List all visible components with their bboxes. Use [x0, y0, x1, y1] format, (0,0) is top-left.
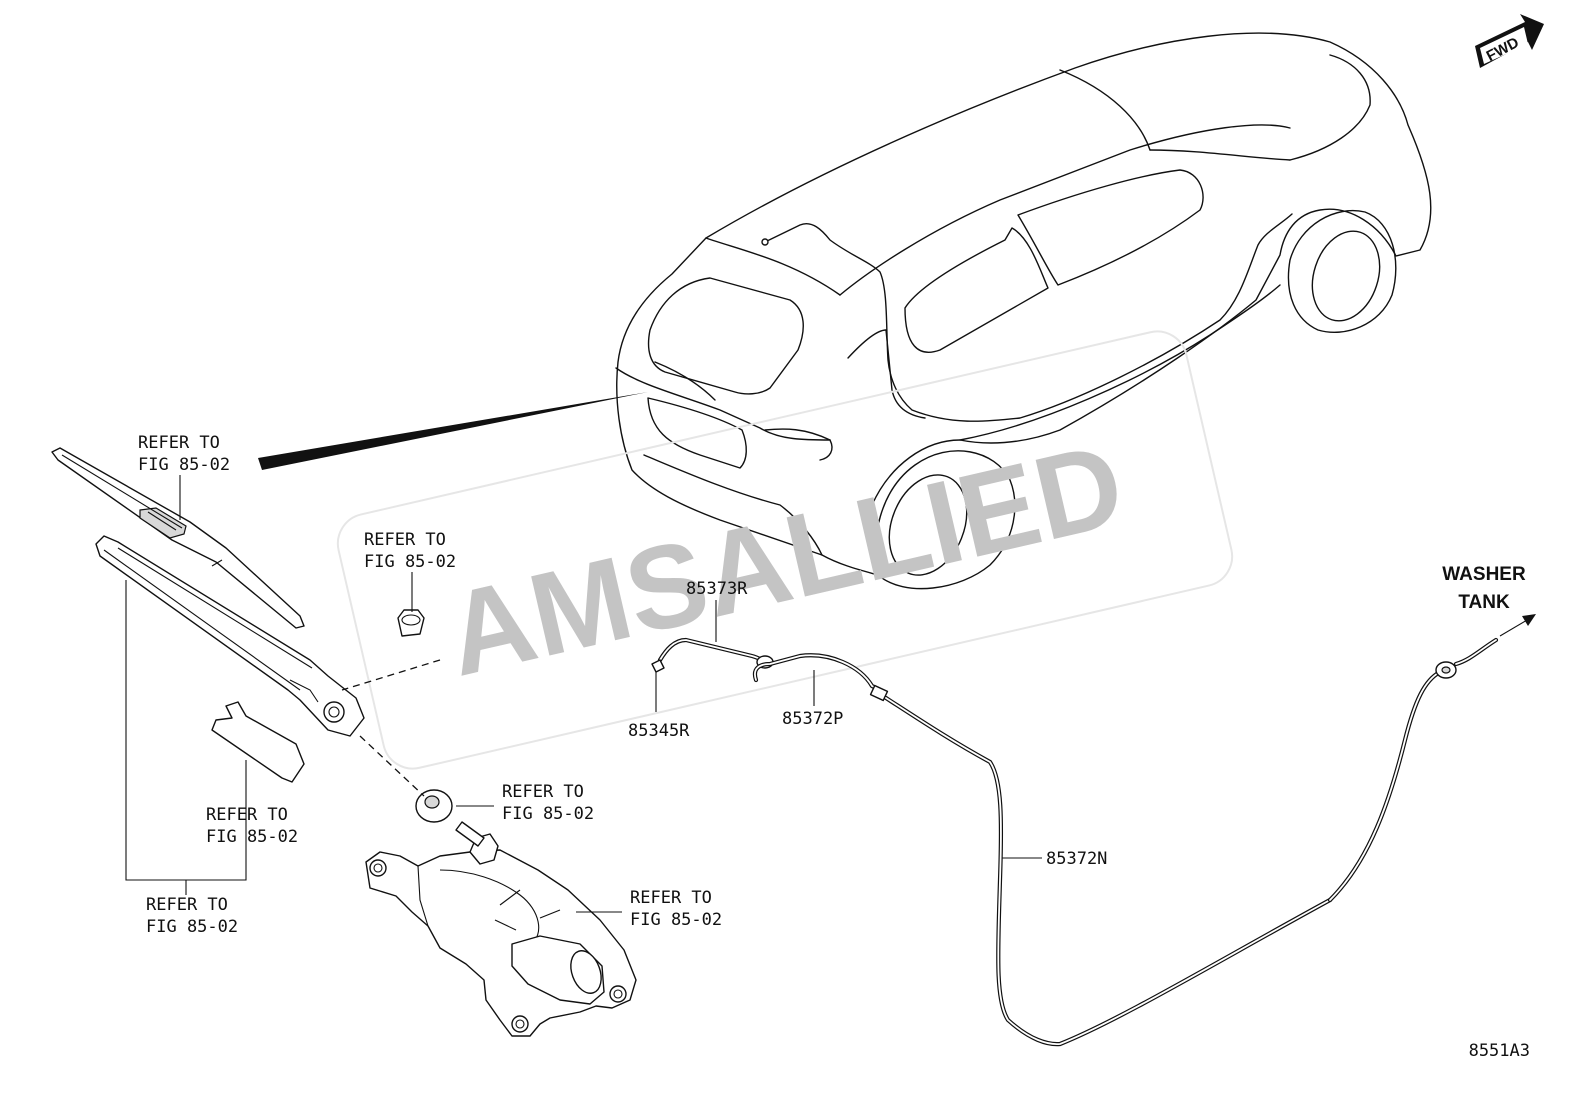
side-window-rear	[904, 227, 1049, 353]
refer-label-cover[interactable]: REFER TO FIG 85-02	[206, 805, 298, 847]
part-number-85345r[interactable]: 85345R	[628, 721, 690, 741]
refer-label-blade[interactable]: REFER TO FIG 85-02	[138, 433, 230, 475]
front-wheel	[1287, 210, 1397, 334]
svg-text:REFER TO: REFER TO	[146, 895, 228, 915]
svg-text:FIG 85-02: FIG 85-02	[630, 910, 722, 930]
part-number-85373r[interactable]: 85373R	[686, 579, 748, 599]
refer-label-arm[interactable]: REFER TO FIG 85-02	[146, 895, 238, 937]
leader-lines	[125, 475, 1042, 913]
washer-tank-label: WASHER TANK	[1442, 564, 1526, 613]
vehicle-body	[616, 32, 1432, 576]
svg-text:REFER TO: REFER TO	[138, 433, 220, 453]
svg-text:FIG 85-02: FIG 85-02	[146, 917, 238, 937]
svg-text:REFER TO: REFER TO	[206, 805, 288, 825]
svg-text:TANK: TANK	[1458, 592, 1510, 613]
assembly-line-nut	[341, 659, 441, 691]
assembly-line-cap	[359, 735, 425, 797]
svg-text:REFER TO: REFER TO	[502, 782, 584, 802]
svg-text:REFER TO: REFER TO	[364, 530, 446, 550]
side-window-front	[1017, 169, 1204, 286]
callout-wedge	[258, 392, 648, 470]
part-number-85372n[interactable]: 85372N	[1046, 849, 1107, 869]
rear-wheel	[874, 450, 1016, 590]
washer-hoses	[651, 614, 1536, 1047]
svg-text:FIG 85-02: FIG 85-02	[138, 455, 230, 475]
pivot-cap	[415, 789, 453, 823]
refer-label-motor[interactable]: REFER TO FIG 85-02	[630, 888, 722, 930]
fwd-badge: FWD	[1475, 14, 1544, 68]
svg-text:FIG 85-02: FIG 85-02	[364, 552, 456, 572]
wiper-motor	[365, 821, 637, 1037]
svg-text:REFER TO: REFER TO	[630, 888, 712, 908]
svg-text:WASHER: WASHER	[1442, 564, 1526, 585]
svg-text:FIG 85-02: FIG 85-02	[206, 827, 298, 847]
rear-window	[647, 277, 804, 395]
wiper-arm	[95, 535, 365, 737]
vehicle-outline	[615, 32, 1432, 590]
svg-text:FIG 85-02: FIG 85-02	[502, 804, 594, 824]
refer-label-cap[interactable]: REFER TO FIG 85-02	[502, 782, 594, 824]
refer-label-nut[interactable]: REFER TO FIG 85-02	[364, 530, 456, 572]
arm-cover	[211, 701, 305, 783]
part-number-85372p[interactable]: 85372P	[782, 709, 843, 729]
diagram-code: 8551A3	[1469, 1041, 1530, 1061]
wiper-blade	[51, 447, 305, 629]
arm-nut	[397, 609, 425, 637]
